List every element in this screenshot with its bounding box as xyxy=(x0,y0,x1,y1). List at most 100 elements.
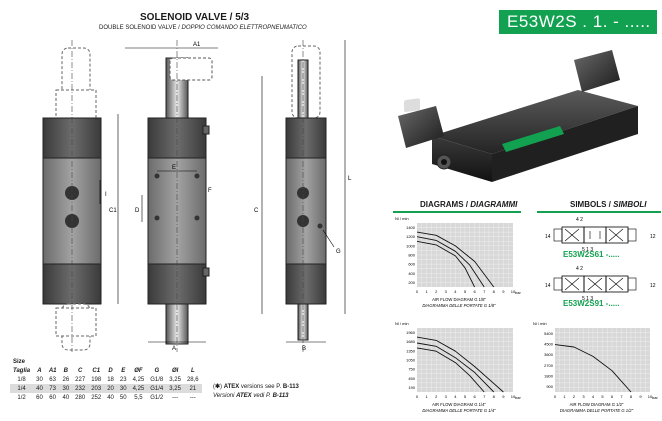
y-tick-label: 1200 xyxy=(406,234,416,239)
svg-text:C1: C1 xyxy=(109,208,117,214)
size-table-cell: 30 xyxy=(59,384,73,393)
y-tick-label: 1400 xyxy=(406,225,416,230)
size-table-cell: G1/2 xyxy=(150,394,164,401)
y-tick-label: 750 xyxy=(408,367,415,372)
symbol-label-1: E53W2S61 -..... xyxy=(563,250,620,259)
size-table-cell: G1/8 xyxy=(150,376,164,383)
x-tick-label: 1 xyxy=(425,289,428,294)
size-table-cell: 18 xyxy=(107,376,114,383)
size-table-header-cell: A xyxy=(37,367,42,374)
x-tick-label: 8 xyxy=(493,394,496,399)
x-tick-label: 2 xyxy=(435,289,438,294)
chart-caption: AIR FLOW DIAGRAM G 1/4" xyxy=(432,402,486,407)
x-tick-label: 7 xyxy=(620,394,623,399)
drawing-side-left: I xyxy=(42,40,107,352)
x-tick-label: 4 xyxy=(454,394,457,399)
y-tick-label: 450 xyxy=(408,376,415,381)
size-table-cell: 198 xyxy=(91,376,102,383)
x-tick-label: 8 xyxy=(630,394,633,399)
product-image xyxy=(398,50,638,182)
size-table-cell: 3,25 xyxy=(169,376,181,383)
chart-caption-it: DIAGRAMMA DELLE PORTATE G 1/4" xyxy=(422,408,496,413)
y-tick-label: 2700 xyxy=(544,363,554,368)
x-axis-label: bar xyxy=(652,395,658,400)
x-tick-label: 5 xyxy=(601,394,604,399)
svg-text:A: A xyxy=(172,346,176,352)
y-tick-label: 1800 xyxy=(544,374,554,379)
flow-curve xyxy=(416,240,476,288)
size-table-header-cell: ØI xyxy=(171,367,179,374)
size-table-header-cell: C xyxy=(78,367,83,374)
svg-text:5 1 3: 5 1 3 xyxy=(582,247,593,253)
size-table-cell: 40 xyxy=(33,384,46,393)
size-table-header-cell: Taglia xyxy=(13,367,31,374)
y-tick-label: 4500 xyxy=(544,342,554,347)
size-table-cell: 28,6 xyxy=(186,376,199,383)
size-table-cell: 4,25 xyxy=(129,384,148,393)
svg-text:D: D xyxy=(135,208,140,214)
size-table-cell: 280 xyxy=(75,394,86,401)
y-tick-label: 200 xyxy=(408,280,415,285)
size-table-cell: 50 xyxy=(119,394,127,401)
symbols-heading: SIMBOLS / SIMBOLI xyxy=(570,200,647,209)
y-tick-label: 900 xyxy=(546,384,553,389)
symbols-rule xyxy=(537,211,661,213)
drawing-side-right: C L G B xyxy=(254,40,352,352)
svg-text:F: F xyxy=(208,188,212,194)
size-table-cell: 63 xyxy=(49,376,56,383)
y-axis-label: Nl / min xyxy=(395,216,409,221)
size-table-header-cell: D xyxy=(108,367,113,374)
x-tick-label: 6 xyxy=(611,394,614,399)
y-tick-label: 5400 xyxy=(544,331,554,336)
x-tick-label: 3 xyxy=(445,289,448,294)
flow-curve xyxy=(416,336,504,393)
size-table-cell: 232 xyxy=(72,384,89,393)
x-tick-label: 10 xyxy=(511,394,516,399)
x-tick-label: 6 xyxy=(473,289,476,294)
valve-symbol-1: 4 2 14 12 5 1 3 xyxy=(545,217,656,253)
y-axis-label: Nl / min xyxy=(395,321,409,326)
y-tick-label: 3600 xyxy=(544,352,554,357)
size-table-cell: 20 xyxy=(104,384,117,393)
x-tick-label: 9 xyxy=(502,394,505,399)
x-tick-label: 5 xyxy=(464,394,467,399)
y-tick-label: 1680 xyxy=(406,339,416,344)
flow-curve xyxy=(416,342,495,393)
size-table-cell: 23 xyxy=(119,376,127,383)
size-table-cell: 30 xyxy=(36,376,43,383)
y-axis-label: Nl / min xyxy=(533,321,547,326)
x-tick-label: 0 xyxy=(416,394,419,399)
svg-text:G: G xyxy=(336,249,341,255)
size-table-cell: 30 xyxy=(116,384,130,393)
flow-curve xyxy=(554,344,632,393)
size-table-cell: 40 xyxy=(62,394,70,401)
x-tick-label: 2 xyxy=(573,394,576,399)
diagrams-heading: DIAGRAMS / DIAGRAMMI xyxy=(420,200,518,209)
size-table-header-cell: A1 xyxy=(48,367,57,374)
y-tick-label: 400 xyxy=(408,271,415,276)
size-table-header-cell: C1 xyxy=(92,367,101,374)
x-tick-label: 9 xyxy=(502,289,505,294)
chart-caption-it: DIAGRAMMA DELLE PORTATE G 1/8" xyxy=(422,303,496,308)
y-tick-label: 1350 xyxy=(406,348,416,353)
svg-text:A1: A1 xyxy=(193,42,201,48)
svg-text:L: L xyxy=(348,176,352,182)
valve-symbol-2: 4 2 14 12 5 1 3 xyxy=(545,266,656,302)
x-tick-label: 7 xyxy=(483,289,486,294)
x-axis-label: bar xyxy=(515,290,521,295)
size-table-cell: 73 xyxy=(45,384,60,393)
x-tick-label: 1 xyxy=(563,394,566,399)
flow-curve xyxy=(416,236,485,288)
size-table-header-cell: G xyxy=(154,367,160,374)
size-table-cell: 1/8 xyxy=(17,376,26,383)
x-tick-label: 7 xyxy=(483,394,486,399)
diagrams-rule xyxy=(393,211,521,213)
drawing-front-center: A1 E D F C1 A xyxy=(109,40,218,352)
x-tick-label: 0 xyxy=(554,394,557,399)
